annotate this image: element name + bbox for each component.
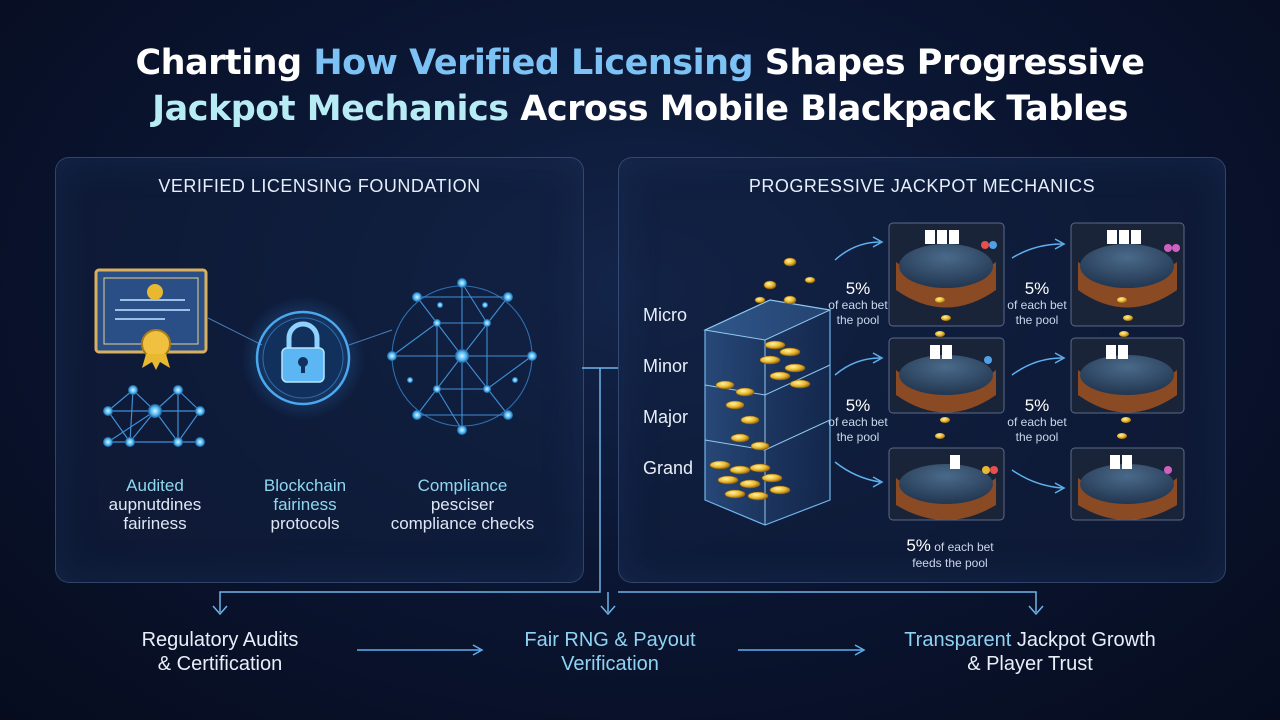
flow-text: Jackpot Growth [1011, 629, 1156, 651]
caption-line: aupnutdines [108, 495, 202, 514]
bottom-flow-arrows [357, 644, 866, 656]
flow-line: Fair RNG & Payout [524, 629, 696, 651]
jackpot-panel-title: PROGRESSIVE JACKPOT MECHANICS [748, 176, 1096, 196]
lock-icon [241, 296, 365, 420]
contribution-text: of each bet [930, 540, 994, 554]
contribution-text: feeds the pool [912, 556, 988, 570]
title-highlight: Jackpot Mechanics [152, 89, 509, 129]
caption-blockchain: Blockchain fairiness protocols [235, 476, 375, 533]
contribution-label: 5% of each bet the pool [997, 397, 1077, 445]
flow-line: Regulatory Audits [141, 629, 299, 651]
caption-line: fairiness [123, 514, 187, 533]
panel-connector [212, 367, 1044, 616]
contribution-pct: 5% [1024, 396, 1050, 415]
tier-major: Major [643, 407, 689, 427]
coin-pile [709, 257, 816, 501]
contribution-label: 5% of each bet the pool [997, 280, 1077, 328]
flow-highlight: Transparent [904, 629, 1012, 651]
caption-title: Audited [126, 476, 184, 495]
caption-title: Blockchain [263, 476, 347, 495]
contribution-text: of each bet [828, 298, 888, 312]
contribution-text: the pool [1015, 430, 1059, 444]
title-text: Charting [135, 43, 314, 83]
flow-step-rng: Fair RNG & Payout Verification [495, 628, 725, 676]
contribution-label: 5% of each bet the pool [818, 397, 898, 445]
contribution-label: 5% of each bet the pool [818, 280, 898, 328]
page-title: Charting How Verified Licensing Shapes P… [0, 40, 1280, 132]
audit-network-nodes [103, 385, 205, 447]
caption-line: compliance checks [390, 514, 535, 533]
flow-arrows [834, 236, 1066, 494]
tier-grand: Grand [643, 458, 694, 478]
caption-line: pesciser [430, 495, 495, 514]
title-line-1: Charting How Verified Licensing Shapes P… [0, 40, 1280, 86]
caption-compliance: Compliance pesciser compliance checks [375, 476, 550, 533]
title-text: Across Mobile Blackpack Tables [508, 89, 1128, 129]
blackjack-table-6 [1070, 447, 1185, 521]
blackjack-table-3 [888, 447, 1005, 521]
contribution-text: of each bet [1007, 415, 1067, 429]
caption-line: fairiness [273, 495, 337, 514]
blackjack-table-4 [1070, 222, 1185, 327]
caption-audited: Audited aupnutdines fairiness [80, 476, 230, 533]
flow-step-regulatory: Regulatory Audits & Certification [105, 628, 335, 676]
contribution-pct: 5% [845, 279, 871, 298]
contribution-text: the pool [836, 430, 880, 444]
contribution-text: the pool [1015, 313, 1059, 327]
falling-coins [935, 297, 1133, 439]
contribution-pct: 5% [906, 536, 931, 555]
contribution-text: the pool [836, 313, 880, 327]
tier-minor: Minor [643, 356, 689, 376]
contribution-pct: 5% [845, 396, 871, 415]
flow-line: Verification [561, 653, 659, 675]
blackjack-table-1 [888, 222, 1005, 327]
certificate-icon [94, 268, 208, 370]
flow-line: & Certification [157, 653, 283, 675]
contribution-footer: 5% of each bet feeds the pool [880, 537, 1020, 571]
connector-line [348, 329, 393, 346]
caption-line: protocols [270, 514, 340, 533]
tier-micro: Micro [643, 305, 687, 325]
title-highlight: How Verified Licensing [313, 43, 754, 83]
jackpot-pool-column [703, 299, 832, 526]
flow-line: & Player Trust [967, 653, 1093, 675]
compliance-network-nodes [387, 278, 537, 435]
blackjack-table-5 [1070, 337, 1185, 414]
licensing-panel-title: VERIFIED LICENSING FOUNDATION [158, 176, 481, 196]
contribution-text: of each bet [1007, 298, 1067, 312]
flow-step-transparent: Transparent Jackpot Growth & Player Trus… [870, 628, 1190, 676]
contribution-pct: 5% [1024, 279, 1050, 298]
title-text: Shapes Progressive [753, 43, 1145, 83]
caption-title: Compliance [417, 476, 508, 495]
flow-line: Transparent Jackpot Growth [870, 628, 1190, 652]
contribution-text: of each bet [828, 415, 888, 429]
blackjack-table-2 [888, 337, 1005, 414]
title-line-2: Jackpot Mechanics Across Mobile Blackpac… [0, 86, 1280, 132]
